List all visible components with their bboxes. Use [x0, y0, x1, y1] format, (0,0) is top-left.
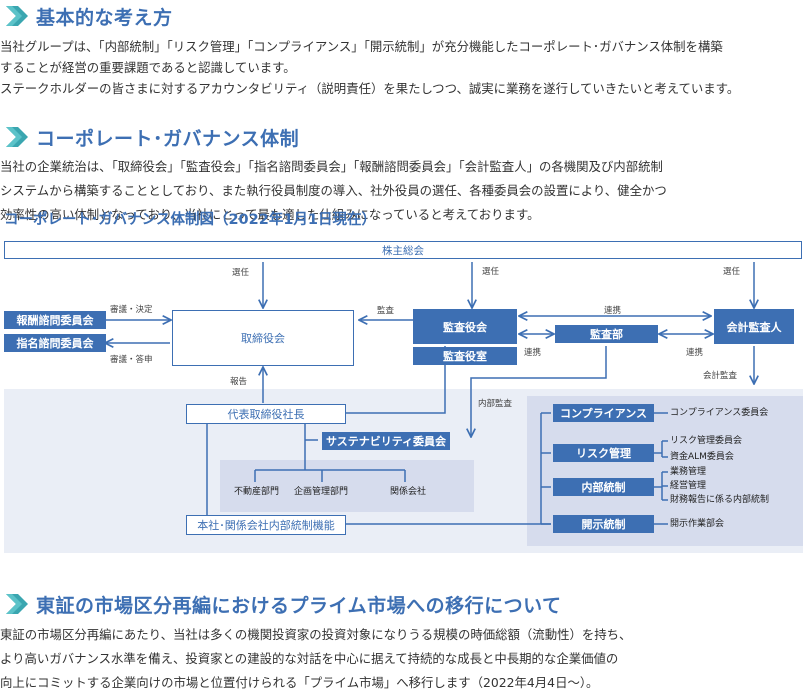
text-line: 効率性の高い体制となっており、当社にとって最も適した仕組みになっていると考えてお… [0, 207, 540, 222]
chevron-right-icon [6, 594, 28, 614]
arrow-label: 選任 [482, 267, 500, 277]
disclosure-committee-label: 開示作業部会 [670, 519, 725, 529]
governance-paragraph: 当社の企業統治は、「取締役会」「監査役会」「指名諮問委員会」「報酬諮問委員会」「… [0, 155, 803, 227]
audit-board-box: 監査役会 [413, 309, 517, 344]
section-title: 基本的な考え方 [36, 6, 173, 29]
chevron-right-icon [6, 127, 28, 147]
prime-market-paragraph: 東証の市場区分再編にあたり、当社は多くの機関投資家の投資対象になりうる規模の時価… [0, 623, 803, 695]
compliance-committee-label: コンプライアンス委員会 [670, 408, 769, 418]
text-line: 当社グループは、「内部統制」「リスク管理」「コンプライアンス」「開示統制」が充分… [0, 39, 723, 54]
text-line: より高いガバナンス水準を備え、投資家との建設的な対話を中心に据えて持続的な成長と… [0, 651, 619, 666]
dept-label: 企画管理部門 [294, 487, 349, 497]
arrow-label: 監査 [377, 306, 395, 316]
arrow-label: 内部監査 [478, 399, 513, 409]
audit-office-box: 監査役室 [413, 347, 517, 365]
section-title: 東証の市場区分再編におけるプライム市場への移行について [36, 594, 562, 617]
text-line: 東証の市場区分再編にあたり、当社は多くの機関投資家の投資対象になりうる規模の時価… [0, 627, 632, 642]
accounting-auditor-box: 会計監査人 [714, 309, 794, 344]
internal-control-box: 内部統制 [553, 478, 654, 496]
risk-committee-label: リスク管理委員会 [670, 436, 743, 446]
arrow-label: 選任 [232, 268, 250, 278]
section-heading-prime-market: 東証の市場区分再編におけるプライム市場への移行について [4, 590, 562, 618]
dept-label: 不動産部門 [234, 487, 280, 497]
section-heading-basic-policy: 基本的な考え方 [4, 2, 173, 30]
compliance-box: コンプライアンス [553, 404, 654, 422]
internal-control-function-box: 本社･関係会社内部統制機能 [186, 515, 346, 535]
internal-control-item: 経営管理 [670, 481, 707, 491]
president-box: 代表取締役社長 [186, 404, 346, 424]
arrow-label: 連携 [604, 306, 622, 316]
shareholders-meeting-box: 株主総会 [4, 241, 802, 259]
chevron-right-icon [6, 6, 28, 26]
arrow-label: 会計監査 [703, 371, 738, 381]
arrow-label: 審議・答申 [110, 355, 153, 365]
arrow-label: 連携 [686, 348, 704, 358]
dept-label: 関係会社 [390, 487, 427, 497]
text-line: 向上にコミットする企業向けの市場と位置付けられる「プライム市場」へ移行します（2… [0, 675, 599, 690]
audit-department-box: 監査部 [555, 325, 658, 343]
sustainability-committee-box: サステナビリティ委員会 [322, 432, 450, 450]
internal-control-item: 財務報告に係る内部統制 [670, 495, 770, 505]
text-line: 当社の企業統治は、「取締役会」「監査役会」「指名諮問委員会」「報酬諮問委員会」「… [0, 159, 663, 174]
text-line: ステークホルダーの皆さまに対するアカウンタビリティ（説明責任）を果たしつつ、誠実… [0, 81, 740, 96]
arrow-label: 報告 [230, 377, 248, 387]
text-line: システムから構築することとしており、また執行役員制度の導入、社外役員の選任、各種… [0, 183, 667, 198]
basic-policy-paragraph: 当社グループは、「内部統制」「リスク管理」「コンプライアンス」「開示統制」が充分… [0, 36, 803, 99]
diagram-title: コーポレート･ガバナンス体制図（2022年1月1日現在） [4, 212, 376, 228]
text-line: することが経営の重要課題であると認識しています。 [0, 60, 296, 75]
internal-control-item: 業務管理 [670, 467, 707, 477]
risk-management-box: リスク管理 [553, 444, 654, 462]
section-title: コーポレート･ガバナンス体制 [36, 127, 300, 150]
nomination-committee-box: 指名諮問委員会 [4, 334, 106, 352]
disclosure-control-box: 開示統制 [553, 515, 654, 533]
remuneration-committee-box: 報酬諮問委員会 [4, 311, 106, 329]
alm-committee-label: 資金ALM委員会 [670, 452, 734, 462]
board-of-directors-box: 取締役会 [172, 310, 354, 366]
arrow-label: 連携 [524, 348, 542, 358]
arrow-label: 選任 [723, 267, 741, 277]
section-heading-governance: コーポレート･ガバナンス体制 [4, 123, 299, 151]
departments-background [220, 460, 474, 512]
arrow-label: 審議・決定 [110, 305, 153, 315]
